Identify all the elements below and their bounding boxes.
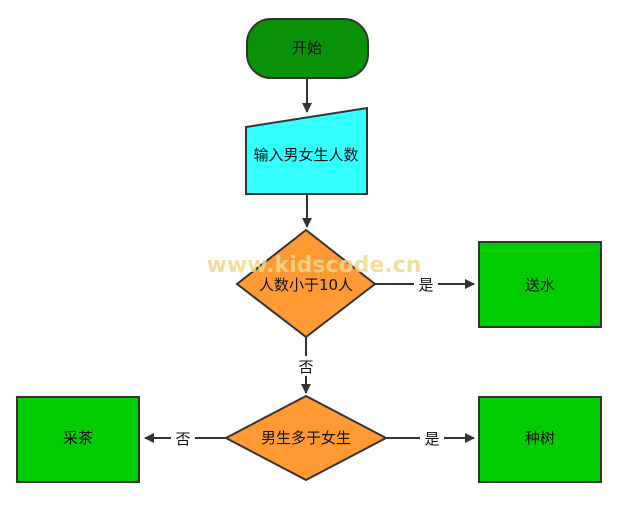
watermark: www.kidscode.cn	[207, 253, 422, 278]
edge-label-d1-no: 否	[298, 358, 313, 376]
water-label: 送水	[525, 276, 555, 294]
tea-node	[16, 396, 140, 483]
decision1-label: 人数小于10人	[259, 276, 353, 294]
water-node	[478, 241, 602, 328]
input-node	[245, 106, 368, 195]
input-label: 输入男女生人数	[253, 146, 358, 164]
edge-label-d2-no: 否	[175, 430, 190, 448]
edge-label-d1-yes: 是	[418, 276, 433, 294]
tea-label: 采茶	[63, 429, 93, 447]
edge-label-d2-yes: 是	[424, 430, 439, 448]
decision2-label: 男生多于女生	[261, 429, 351, 447]
tree-node	[478, 396, 602, 483]
start-label: 开始	[292, 39, 322, 57]
tree-label: 种树	[525, 429, 555, 447]
decision2-node	[223, 394, 389, 482]
